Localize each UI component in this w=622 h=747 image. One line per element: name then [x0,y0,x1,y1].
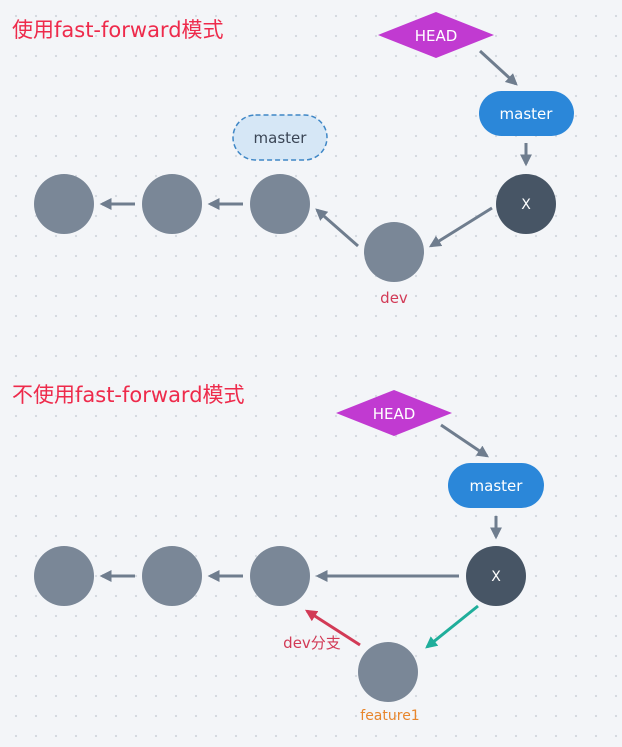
commit-node [250,546,310,606]
arrow-feature-parent [304,609,361,647]
master-label: master [470,477,524,495]
commit-x-label: X [521,197,531,213]
commit-node [34,174,94,234]
previous-master-branch [232,114,328,161]
feature-branch-label: feature1 [360,708,419,724]
head-label: HEAD [373,405,416,423]
merge-commit-x-node [466,546,526,606]
section-title: 使用fast-forward模式 [12,18,224,42]
head-label: HEAD [415,27,458,45]
previous-master-label: master [254,129,308,147]
feature-commit-node [358,642,418,702]
master-branch [448,463,544,508]
commit-node [250,174,310,234]
dev-branch-label: dev分支 [283,634,341,652]
arrow-parent [428,206,493,248]
dev-branch-label: dev [380,289,408,307]
section-no-fast-forward: 不使用fast-forward模式 HEAD master X dev分支 fe… [12,383,544,724]
arrow-head-to-master [478,49,518,86]
arrow-merge-to-feature [425,604,479,649]
master-label: master [500,105,554,123]
section-title: 不使用fast-forward模式 [12,383,245,407]
master-branch [479,91,574,136]
head-pointer [336,390,452,436]
commit-node [142,546,202,606]
arrow-parent [315,208,359,248]
section-fast-forward: 使用fast-forward模式 HEAD master master X de… [12,12,574,307]
arrow-head-to-master [440,423,489,458]
commit-node [142,174,202,234]
commit-x-node [496,174,556,234]
dev-commit-node [364,222,424,282]
commit-node [34,546,94,606]
commit-x-label: X [491,569,501,585]
head-pointer [378,12,494,58]
